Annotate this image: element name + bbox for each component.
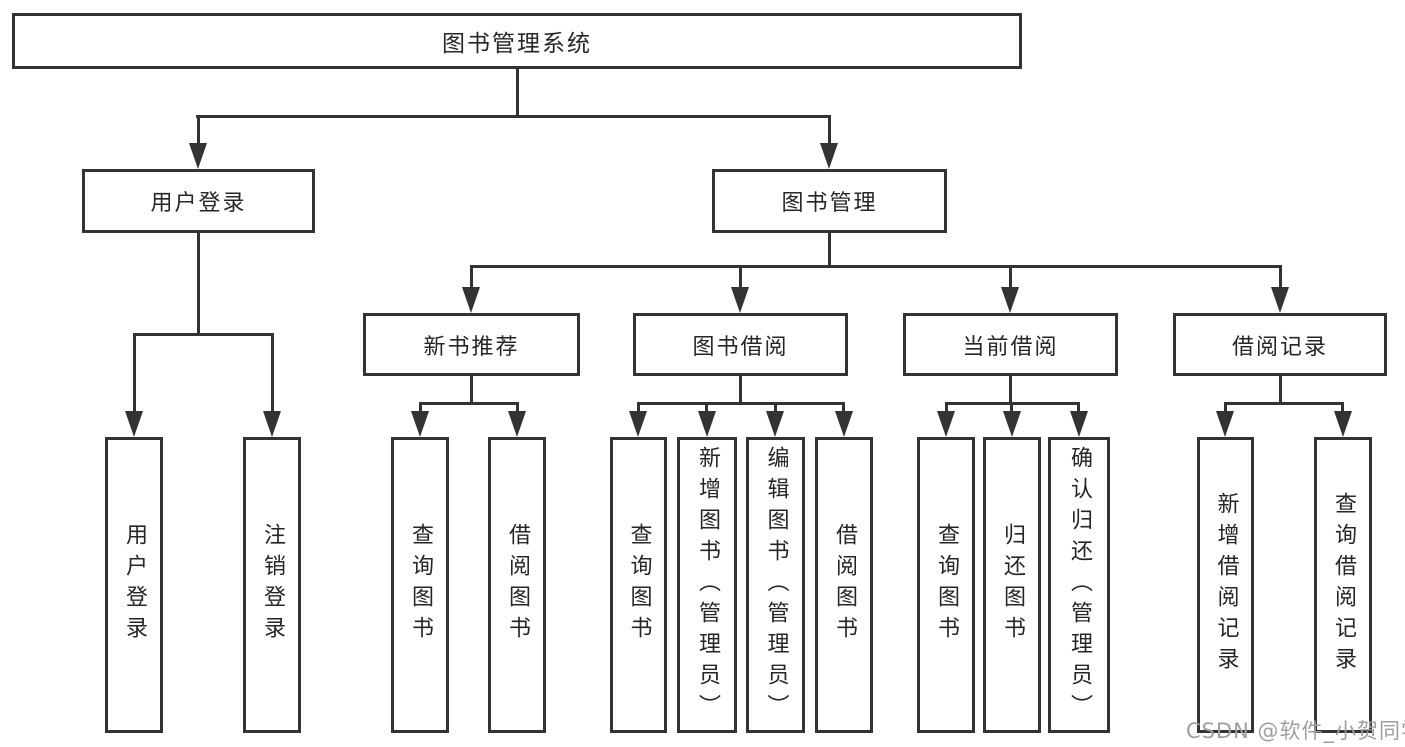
arrow-down-icon	[766, 411, 784, 437]
connector-line	[516, 402, 519, 414]
leaf-logout: 注销登录	[243, 437, 301, 733]
connector-line	[1009, 376, 1012, 405]
leaf-query-borrow-record: 查询借阅记录	[1314, 437, 1372, 733]
connector-line	[1010, 402, 1013, 414]
leaf-add-borrow-record: 新增借阅记录	[1197, 437, 1254, 733]
leaf-query-books-current: 查询图书	[917, 437, 975, 733]
arrow-down-icon	[462, 287, 480, 313]
leaf-label: 注销登录	[260, 523, 285, 647]
arrow-down-icon	[508, 411, 526, 437]
connector-line	[1077, 402, 1080, 414]
node-new-book-recommend: 新书推荐	[363, 313, 580, 376]
arrow-down-icon	[189, 143, 207, 169]
connector-line	[637, 402, 845, 405]
leaf-query-books-recommend: 查询图书	[391, 437, 449, 733]
connector-line	[197, 233, 200, 336]
arrow-down-icon	[1070, 411, 1088, 437]
arrow-down-icon	[731, 287, 749, 313]
leaf-user-login: 用户登录	[105, 437, 163, 733]
connector-line	[1224, 402, 1227, 414]
connector-line	[419, 402, 422, 414]
connector-line	[419, 402, 518, 405]
connector-line	[1341, 402, 1344, 414]
leaf-label: 新增借阅记录	[1213, 492, 1239, 678]
node-book-borrow: 图书借阅	[633, 313, 848, 376]
leaf-label: 确认归还（管理员）	[1067, 445, 1092, 725]
connector-line	[1009, 265, 1012, 290]
node-current-borrow: 当前借阅	[903, 313, 1118, 376]
connector-line	[774, 402, 777, 414]
arrow-down-icon	[263, 411, 281, 437]
arrow-down-icon	[1001, 287, 1019, 313]
arrow-down-icon	[1334, 411, 1352, 437]
connector-line	[739, 265, 742, 290]
arrow-down-icon	[698, 411, 716, 437]
node-library-system: 图书管理系统	[12, 13, 1022, 69]
connector-line	[945, 402, 948, 414]
leaf-label: 查询图书	[934, 523, 959, 647]
leaf-add-books-admin: 新增图书（管理员）	[677, 437, 737, 733]
connector-line	[1279, 265, 1282, 290]
connector-line	[196, 115, 831, 118]
connector-line	[739, 376, 742, 405]
leaf-label: 用户登录	[122, 523, 147, 647]
leaf-label: 编辑图书（管理员）	[763, 445, 789, 725]
leaf-label: 查询图书	[408, 523, 433, 647]
connector-line	[842, 402, 845, 414]
leaf-label: 借阅图书	[505, 523, 530, 647]
connector-line	[637, 402, 640, 414]
arrow-down-icon	[1003, 411, 1021, 437]
watermark: CSDN @软件_小贺同学	[1186, 719, 1405, 743]
arrow-down-icon	[1271, 287, 1289, 313]
leaf-borrow-books: 借阅图书	[815, 437, 873, 733]
connector-line	[828, 115, 831, 145]
connector-line	[470, 376, 473, 405]
leaf-label: 查询图书	[626, 523, 652, 647]
node-borrow-record: 借阅记录	[1173, 313, 1387, 376]
leaf-query-books-borrow: 查询图书	[610, 437, 667, 733]
leaf-label: 归还图书	[1000, 523, 1025, 647]
leaf-label: 查询借阅记录	[1331, 492, 1356, 678]
connector-line	[1279, 376, 1282, 405]
connector-line	[1224, 402, 1344, 405]
connector-line	[470, 265, 473, 290]
leaf-label: 新增图书（管理员）	[695, 445, 720, 725]
connector-line	[271, 333, 274, 413]
leaf-borrow-books-recommend: 借阅图书	[488, 437, 546, 733]
connector-line	[516, 69, 519, 117]
arrow-down-icon	[629, 411, 647, 437]
leaf-confirm-return-admin: 确认归还（管理员）	[1048, 437, 1110, 733]
arrow-down-icon	[125, 411, 143, 437]
arrow-down-icon	[411, 411, 429, 437]
arrow-down-icon	[1216, 411, 1234, 437]
leaf-edit-books-admin: 编辑图书（管理员）	[746, 437, 805, 733]
leaf-return-books: 归还图书	[983, 437, 1041, 733]
connector-line	[133, 333, 136, 413]
connector-line	[828, 233, 831, 268]
arrow-down-icon	[937, 411, 955, 437]
arrow-down-icon	[835, 411, 853, 437]
node-book-management: 图书管理	[712, 169, 947, 233]
arrow-down-icon	[820, 143, 838, 169]
connector-line	[470, 265, 1281, 268]
leaf-label: 借阅图书	[832, 523, 857, 647]
connector-line	[705, 402, 708, 414]
connector-line	[133, 333, 274, 336]
node-user-login: 用户登录	[82, 169, 315, 233]
connector-line	[197, 115, 200, 145]
